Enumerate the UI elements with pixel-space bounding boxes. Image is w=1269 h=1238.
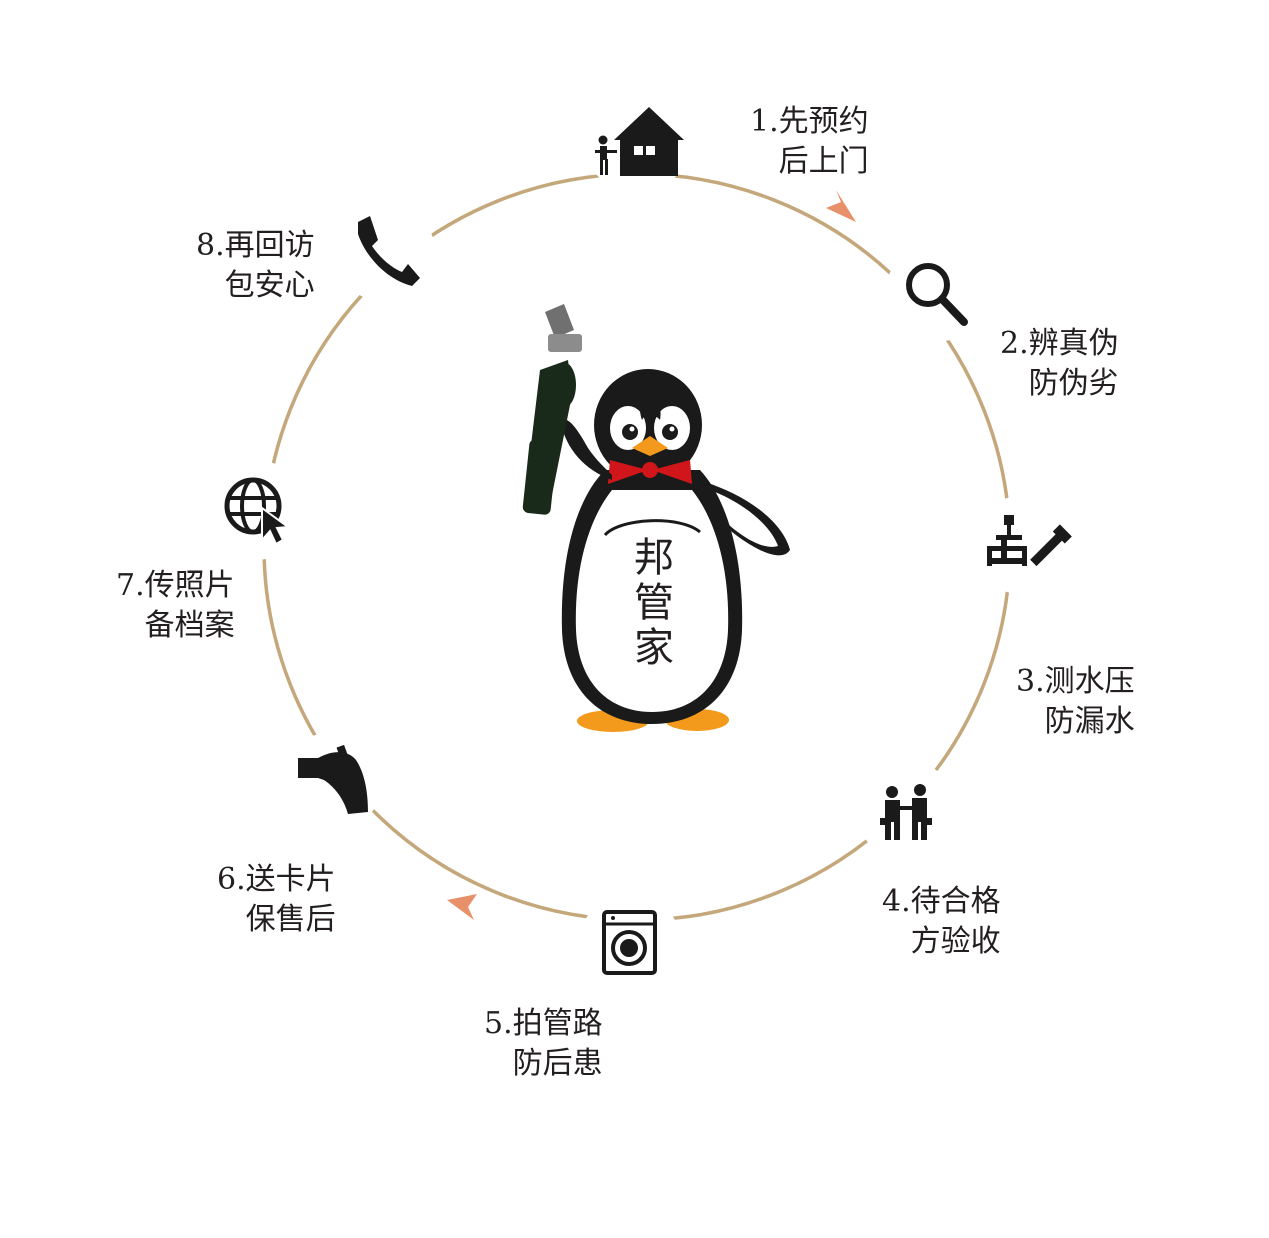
step-title: 7.传照片: [116, 568, 235, 603]
step-subtitle: 保售后: [245, 902, 336, 937]
house-person-icon: [595, 107, 684, 176]
hand-card-icon: [298, 744, 368, 814]
step-title: 4.待合格: [882, 884, 1001, 919]
step-subtitle: 备档案: [144, 608, 235, 643]
pressure-wrench-icon: [987, 515, 1072, 567]
mascot-name-char: 管: [634, 580, 674, 626]
step-label-4: 4.待合格 方验收: [882, 882, 1001, 962]
clockwise-arrow-bottom: [447, 894, 477, 920]
step-label-8: 8.再回访 包安心: [196, 226, 315, 306]
step-title: 5.拍管路: [484, 1006, 603, 1041]
step-label-6: 6.送卡片 保售后: [217, 860, 336, 940]
step-title: 3.测水压: [1016, 664, 1135, 699]
workers-handshake-icon: [880, 784, 932, 840]
mascot-penguin: [522, 304, 790, 732]
washing-machine-icon: [602, 910, 657, 975]
step-subtitle: 防伪劣: [1028, 366, 1119, 401]
step-subtitle: 后上门: [778, 144, 869, 179]
step-subtitle: 防后患: [512, 1046, 603, 1081]
magnifier-icon: [906, 263, 968, 326]
mascot-name: 邦 管 家: [624, 536, 684, 671]
step-label-2: 2.辨真伪 防伪劣: [1000, 324, 1119, 404]
step-title: 2.辨真伪: [1000, 326, 1119, 361]
step-label-7: 7.传照片 备档案: [116, 566, 235, 646]
step-title: 6.送卡片: [217, 862, 336, 897]
clockwise-arrow-top: [826, 190, 856, 222]
mascot-name-char: 家: [634, 625, 674, 671]
globe-cursor-icon: [224, 477, 291, 546]
step-label-3: 3.测水压 防漏水: [1016, 662, 1135, 742]
phone-handset-icon: [358, 216, 420, 286]
step-label-5: 5.拍管路 防后患: [484, 1004, 603, 1084]
step-label-1: 1.先预约 后上门: [750, 102, 869, 182]
step-subtitle: 包安心: [224, 268, 315, 303]
step-subtitle: 防漏水: [1044, 704, 1135, 739]
step-title: 1.先预约: [750, 104, 869, 139]
step-subtitle: 方验收: [910, 924, 1001, 959]
pipe-wrench: [522, 304, 582, 515]
mascot-name-char: 邦: [634, 535, 674, 581]
step-title: 8.再回访: [196, 228, 315, 263]
